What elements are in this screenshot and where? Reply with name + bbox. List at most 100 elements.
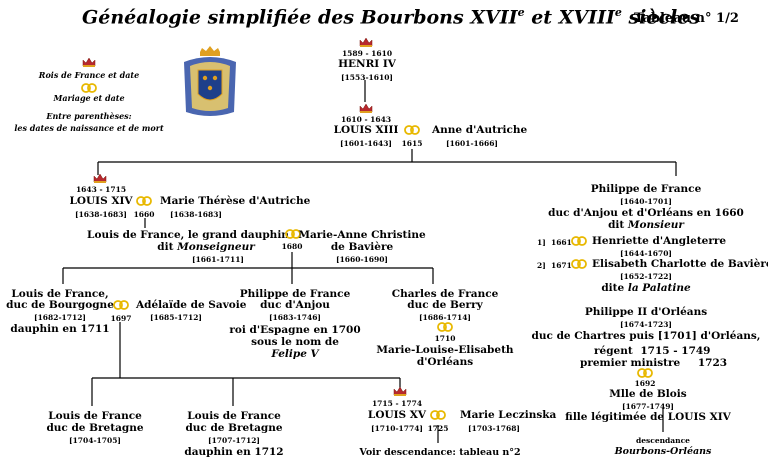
louis14-marriage-date: 1660 [133,210,155,219]
orleans2-line2: duc de Chartres puis [1701] d'Orléans, [531,330,761,342]
orleans2-minister-date: 1723 [697,357,728,369]
dauphin-dit-label: dit [157,241,174,253]
legend-parentheses-1: Entre parenthèses: [46,111,132,121]
wedding-rings-icon [404,125,420,135]
anjou-line3: roi d'Espagne en 1700 [229,324,361,336]
legend-marriage: Mariage et date [53,93,125,103]
orleans1-dit: dit Monsieur [608,219,684,231]
elisabeth-marriage-date: 1671 [551,261,572,270]
henri4-dates: [1553-1610] [341,73,393,82]
orleans2-minister-label: premier ministre [580,357,681,369]
bretagne1-line1: Louis de France [48,410,142,422]
henriette-marriage-date: 1661 [551,238,572,247]
mtherese-dates: [1638-1683] [170,210,222,219]
crown-icon [393,386,407,396]
adelaide-name: Adélaïde de Savoie [136,299,247,311]
orleans1-nickname: Monsieur [627,219,684,231]
title-century-1: XVII [470,6,518,29]
blois-dates: [1677-1749] [622,402,674,411]
louis15-name: LOUIS XV [367,409,427,421]
elisabeth-dite: dite la Palatine [601,282,690,294]
mlelisabeth-line2: d'Orléans [416,356,474,368]
dauphin-dit: dit Monseigneur [157,241,255,253]
berry-line2: duc de Berry [407,299,483,311]
title-tail: siècles [628,6,701,29]
title-and: et [531,6,553,29]
louis15-dates: [1710-1774] [371,424,423,433]
anne-name: Anne d'Autriche [432,124,528,136]
title-main: Généalogie simplifiée des Bourbons [82,6,464,29]
legend-parentheses-2: les dates de naissance et de mort [14,123,164,133]
anjou-line5: Felipe V [271,348,319,360]
wedding-rings-icon [285,229,301,239]
elisabeth-dite-label: dite [601,282,625,294]
orleans2-dates: [1674-1723] [620,320,672,329]
orleans2-minister: premier ministre 1723 [580,357,727,369]
wedding-rings-icon [437,322,453,332]
bourgogne-line2: duc de Bourgogne [6,299,114,311]
wedding-rings-icon [136,196,152,206]
mtherese-name: Marie Thérèse d'Autriche [160,195,311,207]
title-century-2: XVIII [558,6,615,29]
orleans1-dit-label: dit [608,219,625,231]
mariaanne-dates: [1660-1690] [336,255,388,264]
wedding-rings-icon [81,83,97,93]
orleans1-line1: Philippe de France [590,183,702,195]
title-sup-1: e [517,6,525,19]
anjou-dates: [1683-1746] [269,313,321,322]
mlelisabeth-line1: Marie-Louise-Elisabeth [376,344,514,356]
louis14-dates: [1638-1683] [75,210,127,219]
bretagne2-line2: duc de Bretagne [185,422,283,434]
henriette-number: 1] [537,238,546,247]
crown-icon [359,103,373,113]
dauphin-dates: [1661-1711] [192,255,244,264]
legend-kings: Rois de France et date [38,70,140,80]
bretagne2-extra: dauphin en 1712 [184,446,284,458]
louis14-name: LOUIS XIV [69,195,133,207]
crown-icon [359,37,373,47]
orleans2-regent-dates: 1715 - 1749 [640,345,711,357]
bourgogne-marriage-date: 1697 [110,314,132,323]
wedding-rings-icon [113,300,129,310]
bourgogne-extra: dauphin en 1711 [10,323,110,335]
orleans2-marriage-date: 1692 [634,379,656,388]
dauphin-nickname: Monseigneur [177,241,255,253]
bretagne2-dates: [1707-1712] [208,436,260,445]
bourgogne-line1: Louis de France, [11,288,109,300]
bretagne1-line2: duc de Bretagne [46,422,144,434]
orleans2-regent-label: régent [594,345,633,357]
title-sup-2: e [614,6,622,19]
coat-of-arms-icon [184,46,236,116]
henriette-name: Henriette d'Angleterre [592,235,727,247]
louis13-dates: [1601-1643] [340,139,392,148]
page-title: Généalogie simplifiée des Bourbons XVIIe… [82,6,700,28]
table-label: Tableau n° 1/2 [634,11,739,26]
louis15-see-table: Voir descendance: tableau n°2 [359,447,521,458]
louis15-marriage-date: 1725 [427,424,449,433]
louis13-marriage-date: 1615 [401,139,423,148]
orleans2-line1: Philippe II d'Orléans [584,306,708,318]
elisabeth-number: 2] [537,261,546,270]
berry-marriage-date: 1710 [434,334,456,343]
louis13-reign: 1610 - 1643 [340,115,392,124]
dauphin-line1: Louis de France, le grand dauphin [87,229,289,241]
bretagne1-dates: [1704-1705] [69,436,121,445]
louis15-reign: 1715 - 1774 [371,399,423,408]
henri4-name: HENRI IV [338,58,396,70]
anjou-line4: sous le nom de [251,336,339,348]
orleans2-regent: régent 1715 - 1749 [594,345,711,357]
blois-line2: fille légitimée de LOUIS XIV [565,411,731,423]
berry-line1: Charles de France [391,288,499,300]
wedding-rings-icon [637,368,653,378]
mariaanne-line2: de Bavière [330,241,394,253]
orleans1-dates: [1640-1701] [620,197,672,206]
blois-descendance-name: Bourbons-Orléans [614,446,712,457]
henriette-dates: [1644-1670] [620,249,672,258]
louis14-reign: 1643 - 1715 [75,185,127,194]
crown-icon [82,57,96,67]
elisabeth-nickname: la Palatine [627,282,691,294]
crown-icon [93,173,107,183]
anne-dates: [1601-1666] [446,139,498,148]
elisabeth-name: Elisabeth Charlotte de Bavière [592,258,768,270]
